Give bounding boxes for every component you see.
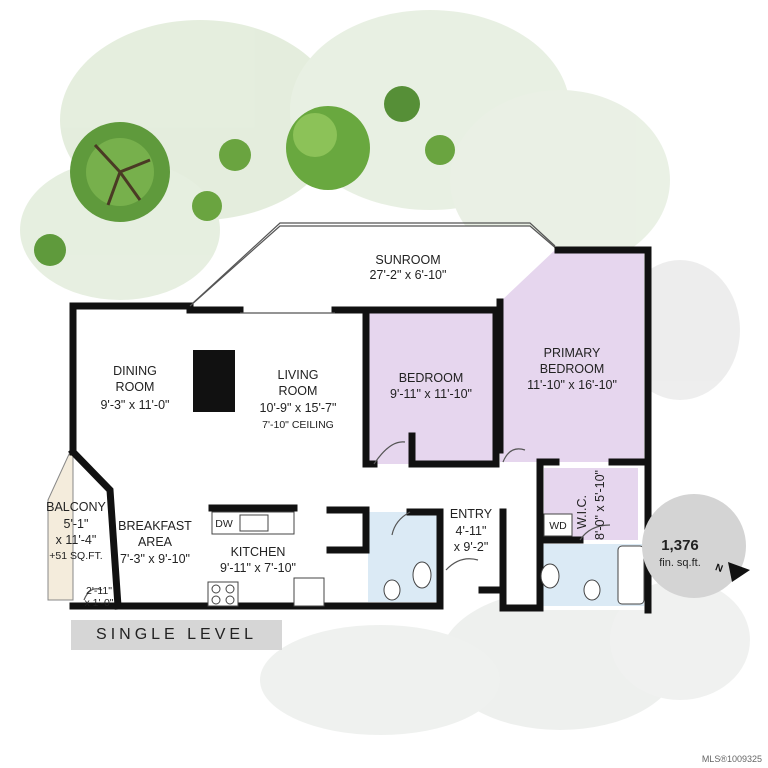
kitchen-dims: 9'-11" x 7'-10" xyxy=(220,561,296,575)
breakfast-label-1: BREAKFAST xyxy=(118,519,192,533)
bedroom-label: BEDROOM xyxy=(399,371,464,385)
area-unit: fin. sq.ft. xyxy=(659,557,701,569)
balcony-label: BALCONY xyxy=(46,500,106,514)
dining-dims: 9'-3" x 11'-0" xyxy=(100,398,169,412)
toilet-icon xyxy=(383,579,401,601)
balcony-small-dims-2: x 1'-0" xyxy=(84,597,113,609)
compass-north-label: N xyxy=(714,562,725,575)
tree-icon xyxy=(286,106,370,190)
entry-label: ENTRY xyxy=(450,507,493,521)
compass-arrow-icon xyxy=(728,562,750,582)
sink-icon xyxy=(412,561,432,589)
level-banner: SINGLE LEVEL xyxy=(71,620,282,650)
area-badge: 1,376 fin. sq.ft. xyxy=(642,494,746,598)
entry-dims-2: x 9'-2" xyxy=(454,540,489,554)
fireplace-block xyxy=(193,350,235,412)
sunroom-label: SUNROOM xyxy=(375,253,440,267)
tree-icon xyxy=(70,122,170,222)
breakfast-label-2: AREA xyxy=(138,535,173,549)
kitchen-label: KITCHEN xyxy=(231,545,286,559)
balcony-note: +51 SQ.FT. xyxy=(49,550,102,562)
kitchen-counter xyxy=(211,511,295,535)
shrub-icon xyxy=(192,191,222,221)
washer-dryer-icon xyxy=(543,513,573,537)
primary-bedroom-dims: 11'-10" x 16'-10" xyxy=(527,378,617,392)
entry-dims-1: 4'-11" xyxy=(456,524,487,538)
wic-label: W.I.C. xyxy=(575,495,589,529)
balcony-dims-1: 5'-1" xyxy=(64,517,89,531)
wic-dims: 8'-0" x 5'-10" xyxy=(593,470,607,540)
sunroom-dims: 27'-2" x 6'-10" xyxy=(370,268,447,282)
shrub-icon xyxy=(219,139,251,171)
bedroom-dims: 9'-11" x 11'-10" xyxy=(390,387,472,401)
balcony-small-dims-1: 2'-11" xyxy=(86,585,112,597)
living-ceiling-note: 7'-10" CEILING xyxy=(262,419,334,431)
balcony-dims-2: x 11'-4" xyxy=(56,533,97,547)
dining-label-2: ROOM xyxy=(116,380,155,394)
balcony-area xyxy=(47,451,74,601)
fridge-icon xyxy=(293,577,325,607)
living-label-2: ROOM xyxy=(279,384,318,398)
bathtub-icon xyxy=(617,545,645,605)
walls xyxy=(68,225,652,614)
breakfast-dims: 7'-3" x 9'-10" xyxy=(120,552,190,566)
primary-bedroom-floor xyxy=(500,250,644,462)
listing-id: MLS®1009325 xyxy=(701,754,762,764)
dishwasher-label: DW xyxy=(215,518,233,530)
toilet-icon xyxy=(583,579,601,601)
primary-bedroom-label-1: PRIMARY xyxy=(544,346,601,360)
shrub-icon xyxy=(384,86,420,122)
door-swings xyxy=(83,441,611,601)
washer-dryer-label: WD xyxy=(549,520,567,532)
living-label-1: LIVING xyxy=(278,368,319,382)
shrub-icon xyxy=(425,135,455,165)
shrub-icon xyxy=(34,234,66,266)
dining-label-1: DINING xyxy=(113,364,157,378)
sunroom-windows xyxy=(192,222,556,314)
bedroom-floor xyxy=(368,312,496,464)
stove-icon xyxy=(207,581,239,607)
bathroom-floor xyxy=(368,512,438,602)
sink-icon xyxy=(540,563,560,589)
primary-bedroom-label-2: BEDROOM xyxy=(540,362,605,376)
living-dims: 10'-9" x 15'-7" xyxy=(260,401,337,415)
area-value: 1,376 xyxy=(661,537,699,554)
